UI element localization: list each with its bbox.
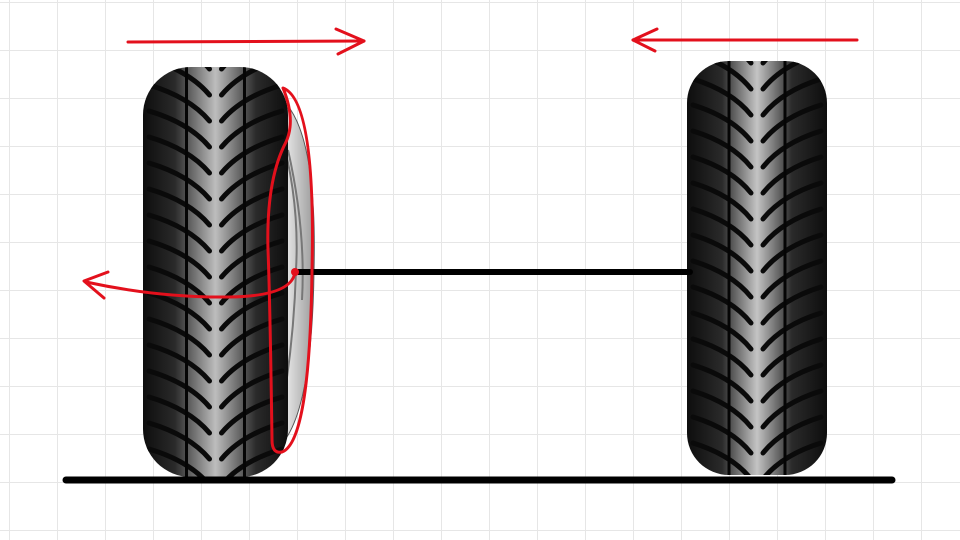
tread-groove [146,316,285,358]
tread-groove [146,108,285,150]
tread-groove [146,394,285,436]
tread-groove [693,495,821,531]
tread-groove [146,186,285,228]
left-tire [143,67,315,537]
tread-groove [690,76,824,118]
tread-groove [690,61,824,66]
tread-groove [690,336,824,378]
tread-groove [690,206,824,248]
tread-groove [146,264,285,306]
tread-groove [690,310,824,352]
tread-groove [690,388,824,430]
tread-groove [146,134,285,176]
tread-groove [690,258,824,300]
tread-groove [690,154,824,196]
tread-groove [146,160,285,202]
side-arrow [82,270,297,300]
tread-groove [690,284,824,326]
axle-point [291,268,299,276]
left-tread-grooves [146,67,285,537]
tread-groove [690,128,824,170]
tread-groove [690,180,824,222]
right-tread-body [687,61,827,475]
right-tire [687,61,827,531]
tread-groove [146,290,285,332]
top-right-arrow [631,27,859,53]
tread-groove [146,368,285,410]
top-left-arrow [126,27,366,56]
left-tread-body [143,67,288,477]
tread-groove [146,67,285,72]
tread-groove [146,342,285,384]
tread-groove [690,414,824,456]
wheel-outline [266,86,314,454]
tread-groove [146,212,285,254]
tread-groove [146,238,285,280]
tread-groove [146,420,285,462]
tread-groove [690,61,824,92]
tread-groove [690,440,824,475]
tread-groove [146,82,285,124]
tread-groove [690,102,824,144]
tread-groove [690,232,824,274]
tread-groove [690,362,824,404]
tread-groove [146,67,285,98]
tread-groove [149,501,282,537]
